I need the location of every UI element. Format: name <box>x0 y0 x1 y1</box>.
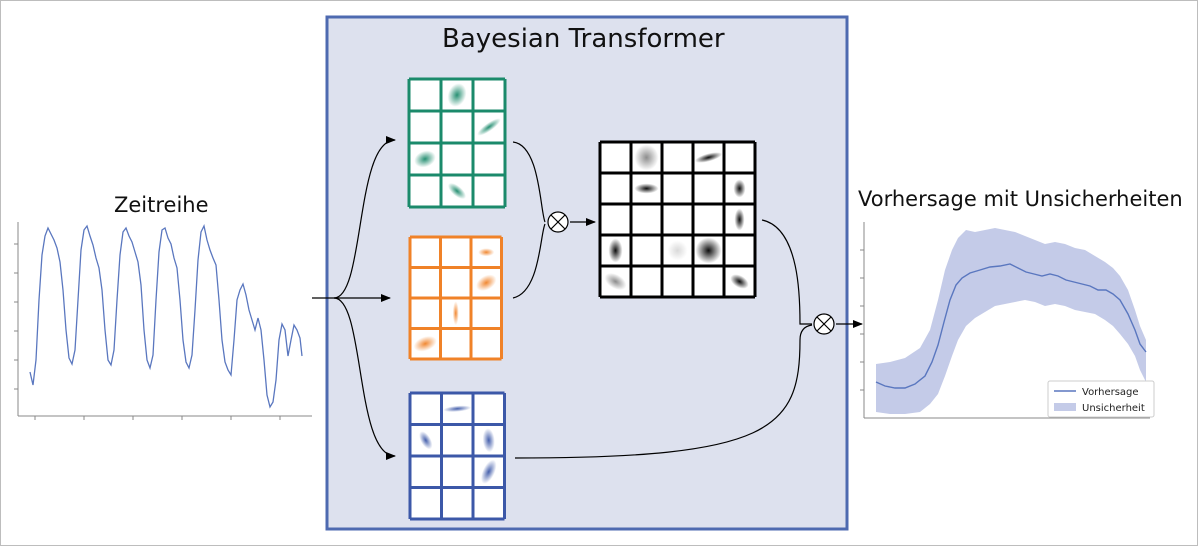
prediction-line <box>875 263 1147 389</box>
matrix-cell-distribution <box>447 182 467 200</box>
matrix-cell-distribution <box>482 428 495 453</box>
attention-matrix <box>598 140 757 299</box>
matrix-cell-distribution <box>447 83 467 107</box>
matrix-cell-distribution <box>733 179 746 198</box>
matmul-operator-1 <box>547 211 569 233</box>
matrix-cell-distribution <box>608 238 623 263</box>
matrix-cell-distribution <box>604 272 627 291</box>
matrix-cell-distribution <box>443 405 472 412</box>
input-label: Zeitreihe <box>114 193 209 217</box>
matrix-cell-distribution <box>419 431 433 450</box>
matrix-cell-distribution <box>730 274 749 289</box>
matrix-cell-distribution <box>694 152 723 163</box>
matrix-cell-distribution <box>478 248 495 257</box>
matmul-operator-2 <box>813 313 835 335</box>
branch-to-value <box>333 297 396 460</box>
uncertainty-band <box>876 228 1146 414</box>
matrix-cell-distribution <box>476 274 497 291</box>
matrix-cell-distribution <box>667 240 688 261</box>
branch-to-query <box>333 136 396 299</box>
value-to-output-product <box>514 324 813 459</box>
key-to-product <box>512 223 546 299</box>
connectors <box>312 136 863 460</box>
input-axes <box>14 222 312 420</box>
matrix-cell-distribution <box>734 208 745 231</box>
matrix-cell-distribution <box>634 183 659 194</box>
legend: Vorhersage Unsicherheit <box>1047 380 1155 418</box>
matrix-cell-distribution <box>634 144 659 171</box>
matrix-cell-distribution <box>695 237 722 264</box>
legend-prediction-label: Vorhersage <box>1082 387 1139 398</box>
key-matrix <box>408 235 503 361</box>
matrix-cell-distribution <box>452 301 459 326</box>
matrix-cell-distribution <box>414 150 436 168</box>
legend-uncertainty-label: Unsicherheit <box>1082 403 1145 414</box>
matrix-cell-distribution <box>481 459 497 484</box>
transformer-panel <box>325 15 849 531</box>
output-axes <box>860 222 1150 419</box>
matrix-background <box>600 142 755 297</box>
query-matrix <box>407 77 507 209</box>
diagram-title: Bayesian Transformer <box>442 24 725 54</box>
attention-to-output-product <box>761 219 812 325</box>
matrix-cell-distribution <box>477 118 501 136</box>
matrix-cell-distribution <box>413 335 437 352</box>
value-matrix <box>408 391 506 521</box>
output-label: Vorhersage mit Unsicherheiten <box>858 187 1183 211</box>
legend-band-swatch <box>1054 403 1076 411</box>
query-to-product <box>512 141 546 223</box>
input-time-series <box>29 224 303 409</box>
